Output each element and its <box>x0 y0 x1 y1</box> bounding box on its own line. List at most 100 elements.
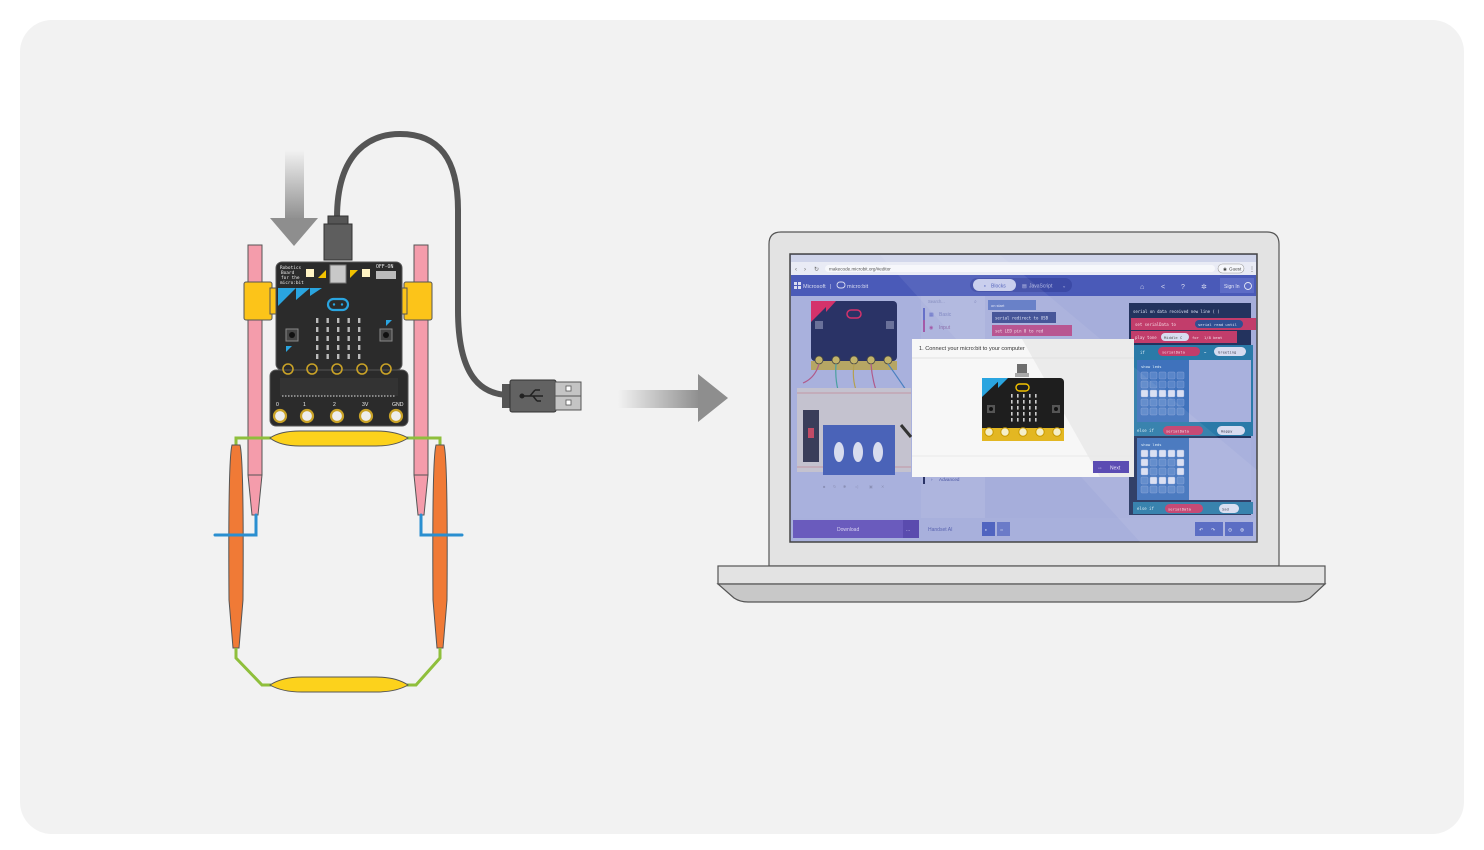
led-cell[interactable] <box>1149 485 1158 494</box>
led-cell[interactable] <box>1158 458 1167 467</box>
address-bar[interactable] <box>825 265 1215 272</box>
led-cell[interactable] <box>1140 458 1149 467</box>
pin-pad[interactable] <box>358 408 374 424</box>
back-button[interactable]: ‹ <box>795 267 797 273</box>
save-button[interactable] <box>982 522 995 536</box>
led-cell[interactable] <box>1176 407 1185 416</box>
led-cell[interactable] <box>1176 449 1185 458</box>
led-cell[interactable] <box>1176 380 1185 389</box>
led-cell[interactable] <box>1140 380 1149 389</box>
led-cell[interactable] <box>1149 449 1158 458</box>
led-cell[interactable] <box>1140 476 1149 485</box>
led-cell[interactable] <box>1149 476 1158 485</box>
show-leds-grid[interactable] <box>1140 449 1185 494</box>
led-cell[interactable] <box>1140 485 1149 494</box>
sim-restart-icon[interactable]: ↻ <box>833 484 836 489</box>
led-cell[interactable] <box>1140 449 1149 458</box>
led-cell[interactable] <box>1167 467 1176 476</box>
tab-blocks[interactable] <box>973 279 1016 291</box>
toolbox-category-input[interactable]: Input <box>939 325 951 331</box>
led-cell[interactable] <box>1167 371 1176 380</box>
settings-gear-icon[interactable]: ✲ <box>1201 283 1207 291</box>
sim-fullscreen-icon[interactable]: ✕ <box>881 484 884 489</box>
toolbox-category-advanced[interactable]: Advanced <box>939 477 960 482</box>
redo-icon[interactable]: ↷ <box>1211 528 1216 534</box>
sim-debug-icon[interactable]: ✱ <box>843 484 847 489</box>
home-icon[interactable]: ⌂ <box>1140 284 1144 291</box>
project-name-input[interactable]: Handset AI <box>928 527 952 533</box>
led-cell[interactable] <box>1149 458 1158 467</box>
led-cell[interactable] <box>1149 467 1158 476</box>
led-cell[interactable] <box>1140 407 1149 416</box>
svg-text:on start: on start <box>991 303 1005 308</box>
led-cell[interactable] <box>1140 398 1149 407</box>
serial-event-block[interactable]: serial on data received new line ( ) set… <box>1129 303 1256 515</box>
pin-pad[interactable] <box>272 408 288 424</box>
led-cell[interactable] <box>1158 389 1167 398</box>
led-cell[interactable] <box>1149 398 1158 407</box>
led-cell[interactable] <box>1149 371 1158 380</box>
sign-in-button[interactable] <box>1220 278 1254 293</box>
led-cell[interactable] <box>1149 380 1158 389</box>
zoom-out-icon[interactable]: ⊖ <box>1228 528 1232 534</box>
led-cell[interactable] <box>1149 407 1158 416</box>
led-cell[interactable] <box>1176 371 1185 380</box>
svg-text:else if: else if <box>1137 506 1154 511</box>
zoom-in-icon[interactable]: ⊕ <box>1240 528 1244 534</box>
next-button[interactable] <box>1093 461 1129 473</box>
download-more-button[interactable] <box>903 520 919 538</box>
board-title-line: Robotics <box>280 265 302 271</box>
led-cell[interactable] <box>1158 398 1167 407</box>
led-cell[interactable] <box>1158 371 1167 380</box>
tab-javascript[interactable]: ▤ JavaScript ⌄ <box>1022 284 1066 290</box>
led-cell[interactable] <box>1149 389 1158 398</box>
profile-button[interactable] <box>1217 263 1245 274</box>
show-leds-grid[interactable] <box>1140 371 1185 416</box>
sim-screenshot-icon[interactable]: ▣ <box>869 484 873 489</box>
led-cell[interactable] <box>1167 458 1176 467</box>
pin-pad[interactable] <box>388 408 404 424</box>
share-icon[interactable]: < <box>1161 284 1165 291</box>
pin-pad[interactable] <box>299 408 315 424</box>
sim-mute-icon[interactable]: ◁ <box>855 484 859 489</box>
toolbox-search-input[interactable]: Search... <box>928 299 945 304</box>
led-cell[interactable] <box>1167 389 1176 398</box>
led-cell[interactable] <box>1176 389 1185 398</box>
power-switch[interactable] <box>376 271 396 279</box>
led-cell[interactable] <box>1158 485 1167 494</box>
led-cell[interactable] <box>1176 476 1185 485</box>
led-cell[interactable] <box>1176 398 1185 407</box>
svg-text:Greeting: Greeting <box>1218 350 1236 355</box>
led-cell[interactable] <box>1158 380 1167 389</box>
toolbox-category-basic[interactable]: Basic <box>939 312 952 318</box>
browser-menu-icon[interactable]: ⋮ <box>1249 267 1255 273</box>
led-cell[interactable] <box>1158 467 1167 476</box>
led-cell[interactable] <box>1167 485 1176 494</box>
led-cell[interactable] <box>1167 449 1176 458</box>
led-cell[interactable] <box>1140 467 1149 476</box>
led <box>1029 418 1031 422</box>
led-cell[interactable] <box>1140 389 1149 398</box>
led-cell[interactable] <box>1167 476 1176 485</box>
reload-button[interactable]: ↻ <box>814 266 819 273</box>
led-cell[interactable] <box>1176 485 1185 494</box>
on-start-block[interactable]: on start serial redirect to USB set LED … <box>988 300 1072 336</box>
undo-icon[interactable]: ↶ <box>1199 528 1203 534</box>
next-button-label: Next <box>1110 466 1121 472</box>
pin-pad[interactable] <box>329 408 345 424</box>
led-cell[interactable] <box>1167 380 1176 389</box>
forward-button[interactable]: › <box>804 267 806 273</box>
sim-stop-icon[interactable]: ■ <box>823 484 826 489</box>
help-icon[interactable]: ? <box>1181 284 1185 291</box>
led-cell[interactable] <box>1176 458 1185 467</box>
github-button[interactable] <box>997 522 1010 536</box>
led-cell[interactable] <box>1158 407 1167 416</box>
led-cell[interactable] <box>1176 467 1185 476</box>
led-cell[interactable] <box>1167 407 1176 416</box>
led-cell[interactable] <box>1140 371 1149 380</box>
led-cell[interactable] <box>1167 398 1176 407</box>
led-cell[interactable] <box>1158 449 1167 458</box>
download-button[interactable] <box>793 520 903 538</box>
led-cell[interactable] <box>1158 476 1167 485</box>
